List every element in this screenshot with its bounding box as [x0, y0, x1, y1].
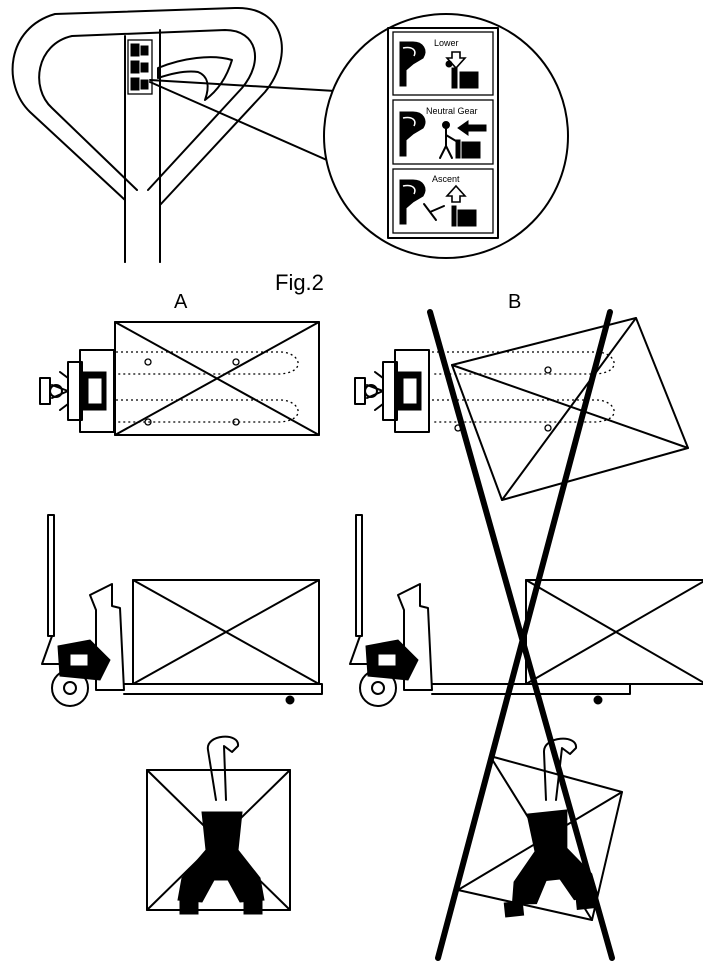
panel-a-label: A — [174, 291, 188, 313]
figure-caption: Fig.2 — [275, 270, 324, 295]
label-item-ascent: Ascent — [392, 168, 494, 234]
label-text-neutral: Neutral Gear — [426, 106, 478, 116]
panel-b-side-view — [349, 514, 703, 707]
incorrect-cross-mark — [427, 309, 615, 961]
label-text-lower: Lower — [434, 38, 459, 48]
panel-b-top-view — [354, 317, 689, 501]
label-item-neutral: Neutral Gear — [392, 99, 494, 165]
panel-b-rear-view — [457, 737, 623, 921]
panel-a-side-view — [41, 514, 323, 707]
small-control-label — [127, 39, 153, 95]
left-arrow-icon — [457, 120, 487, 136]
panel-a-top-view — [39, 321, 320, 436]
label-item-lower: Lower — [392, 31, 494, 96]
up-arrow-icon — [445, 184, 467, 203]
panel-a-correct-loading — [39, 321, 323, 915]
panel-b-label: B — [508, 291, 521, 313]
label-text-ascent: Ascent — [432, 174, 460, 184]
panel-b-incorrect-loading — [349, 309, 703, 961]
panel-a-rear-view — [146, 735, 291, 915]
tiller-handle-illustration — [11, 6, 355, 263]
magnified-control-label: Lower Neutral Gear Ascent — [323, 13, 569, 259]
down-arrow-icon — [445, 51, 467, 70]
